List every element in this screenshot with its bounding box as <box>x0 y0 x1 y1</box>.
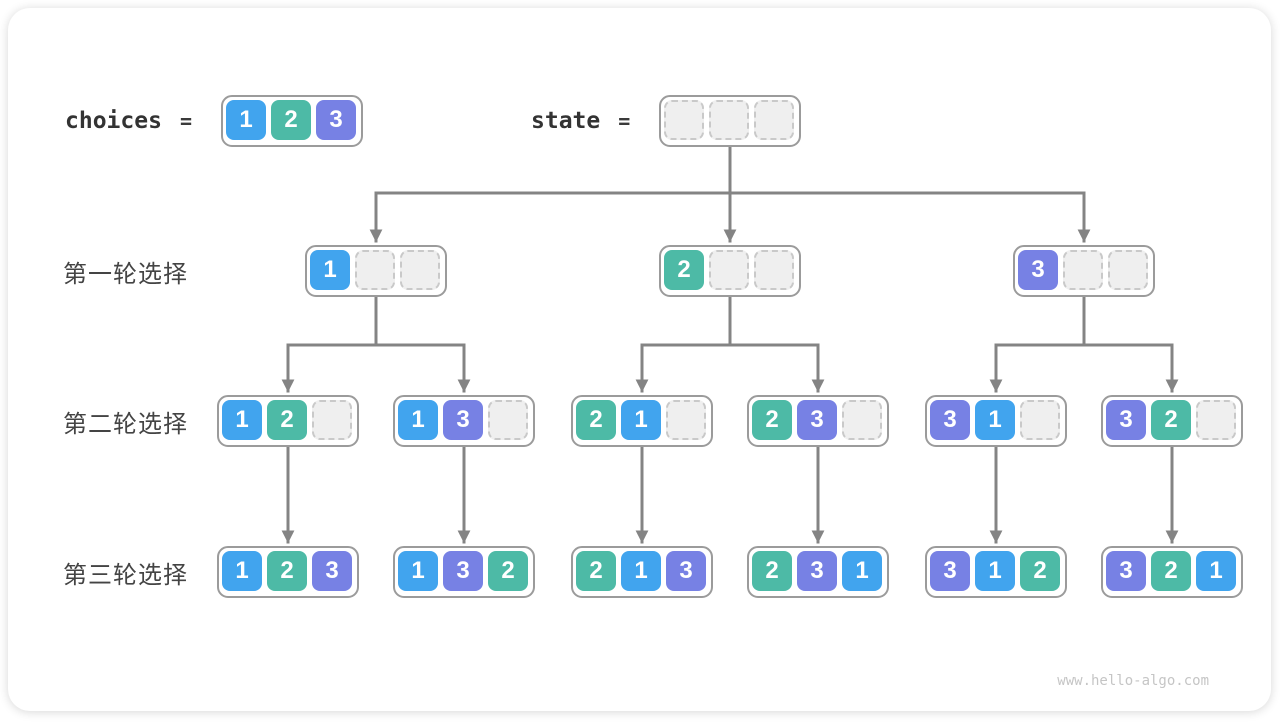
node-l2-32: 3 2 <box>1101 395 1243 447</box>
cell: 3 <box>1106 400 1146 440</box>
cell: 3 <box>443 551 483 591</box>
cell: 1 <box>975 551 1015 591</box>
cell <box>1020 400 1060 440</box>
cell <box>709 250 749 290</box>
connector-root <box>369 145 1091 243</box>
cell: 1 <box>1196 551 1236 591</box>
cell: 3 <box>443 400 483 440</box>
cell <box>754 250 794 290</box>
cell: 1 <box>621 400 661 440</box>
node-l1-3: 3 <box>1013 245 1155 297</box>
node-l2-13: 1 3 <box>393 395 535 447</box>
cell <box>355 250 395 290</box>
state-cell <box>754 100 794 140</box>
row-label-round-1: 第一轮选择 <box>63 260 188 288</box>
node-l2-12: 1 2 <box>217 395 359 447</box>
cell: 1 <box>310 250 350 290</box>
cell: 1 <box>398 400 438 440</box>
cell: 2 <box>488 551 528 591</box>
cell <box>666 400 706 440</box>
choices-cell: 3 <box>316 100 356 140</box>
cell <box>312 400 352 440</box>
cell: 2 <box>752 551 792 591</box>
row-label-round-3: 第三轮选择 <box>63 561 188 589</box>
node-l3-231: 2 3 1 <box>747 546 889 598</box>
cell: 1 <box>398 551 438 591</box>
watermark: www.hello-algo.com <box>1057 673 1209 689</box>
cell: 2 <box>576 400 616 440</box>
connector-leaves <box>281 446 1179 544</box>
cell <box>1196 400 1236 440</box>
choices-cell: 2 <box>271 100 311 140</box>
cell: 1 <box>222 400 262 440</box>
state-array <box>659 95 801 147</box>
node-l2-23: 2 3 <box>747 395 889 447</box>
connector-branch-1 <box>281 296 471 393</box>
cell: 3 <box>1106 551 1146 591</box>
cell: 2 <box>752 400 792 440</box>
cell: 1 <box>621 551 661 591</box>
node-l3-132: 1 3 2 <box>393 546 535 598</box>
cell <box>488 400 528 440</box>
cell <box>1108 250 1148 290</box>
state-cell <box>664 100 704 140</box>
node-l3-123: 1 2 3 <box>217 546 359 598</box>
node-l3-312: 3 1 2 <box>925 546 1067 598</box>
node-l2-21: 2 1 <box>571 395 713 447</box>
node-l3-321: 3 2 1 <box>1101 546 1243 598</box>
cell: 3 <box>312 551 352 591</box>
choices-label-group: choices = <box>65 95 192 147</box>
cell: 2 <box>664 250 704 290</box>
cell: 2 <box>1151 551 1191 591</box>
cell: 2 <box>1151 400 1191 440</box>
cell: 3 <box>666 551 706 591</box>
cell: 1 <box>842 551 882 591</box>
state-cell <box>709 100 749 140</box>
cell: 3 <box>930 400 970 440</box>
node-l1-1: 1 <box>305 245 447 297</box>
node-l3-213: 2 1 3 <box>571 546 713 598</box>
cell <box>400 250 440 290</box>
cell <box>1063 250 1103 290</box>
tree-connectors <box>281 145 1179 544</box>
node-l1-2: 2 <box>659 245 801 297</box>
cell: 1 <box>222 551 262 591</box>
cell: 2 <box>1020 551 1060 591</box>
cell: 3 <box>1018 250 1058 290</box>
choices-equals: = <box>179 109 192 133</box>
cell: 3 <box>797 400 837 440</box>
cell: 2 <box>267 400 307 440</box>
connector-branch-2 <box>635 296 825 393</box>
connector-branch-3 <box>989 296 1179 393</box>
row-label-round-2: 第二轮选择 <box>63 410 188 438</box>
cell: 2 <box>576 551 616 591</box>
node-l2-31: 3 1 <box>925 395 1067 447</box>
cell: 3 <box>797 551 837 591</box>
state-label-group: state = <box>531 95 630 147</box>
choices-cell: 1 <box>226 100 266 140</box>
cell <box>842 400 882 440</box>
state-equals: = <box>618 109 631 133</box>
diagram-card: choices = 1 2 3 state = 第一轮选择 第二轮选择 第三轮选… <box>8 8 1271 711</box>
cell: 2 <box>267 551 307 591</box>
cell: 3 <box>930 551 970 591</box>
cell: 1 <box>975 400 1015 440</box>
choices-label: choices <box>65 108 162 134</box>
choices-array: 1 2 3 <box>221 95 363 147</box>
state-label: state <box>531 108 601 134</box>
